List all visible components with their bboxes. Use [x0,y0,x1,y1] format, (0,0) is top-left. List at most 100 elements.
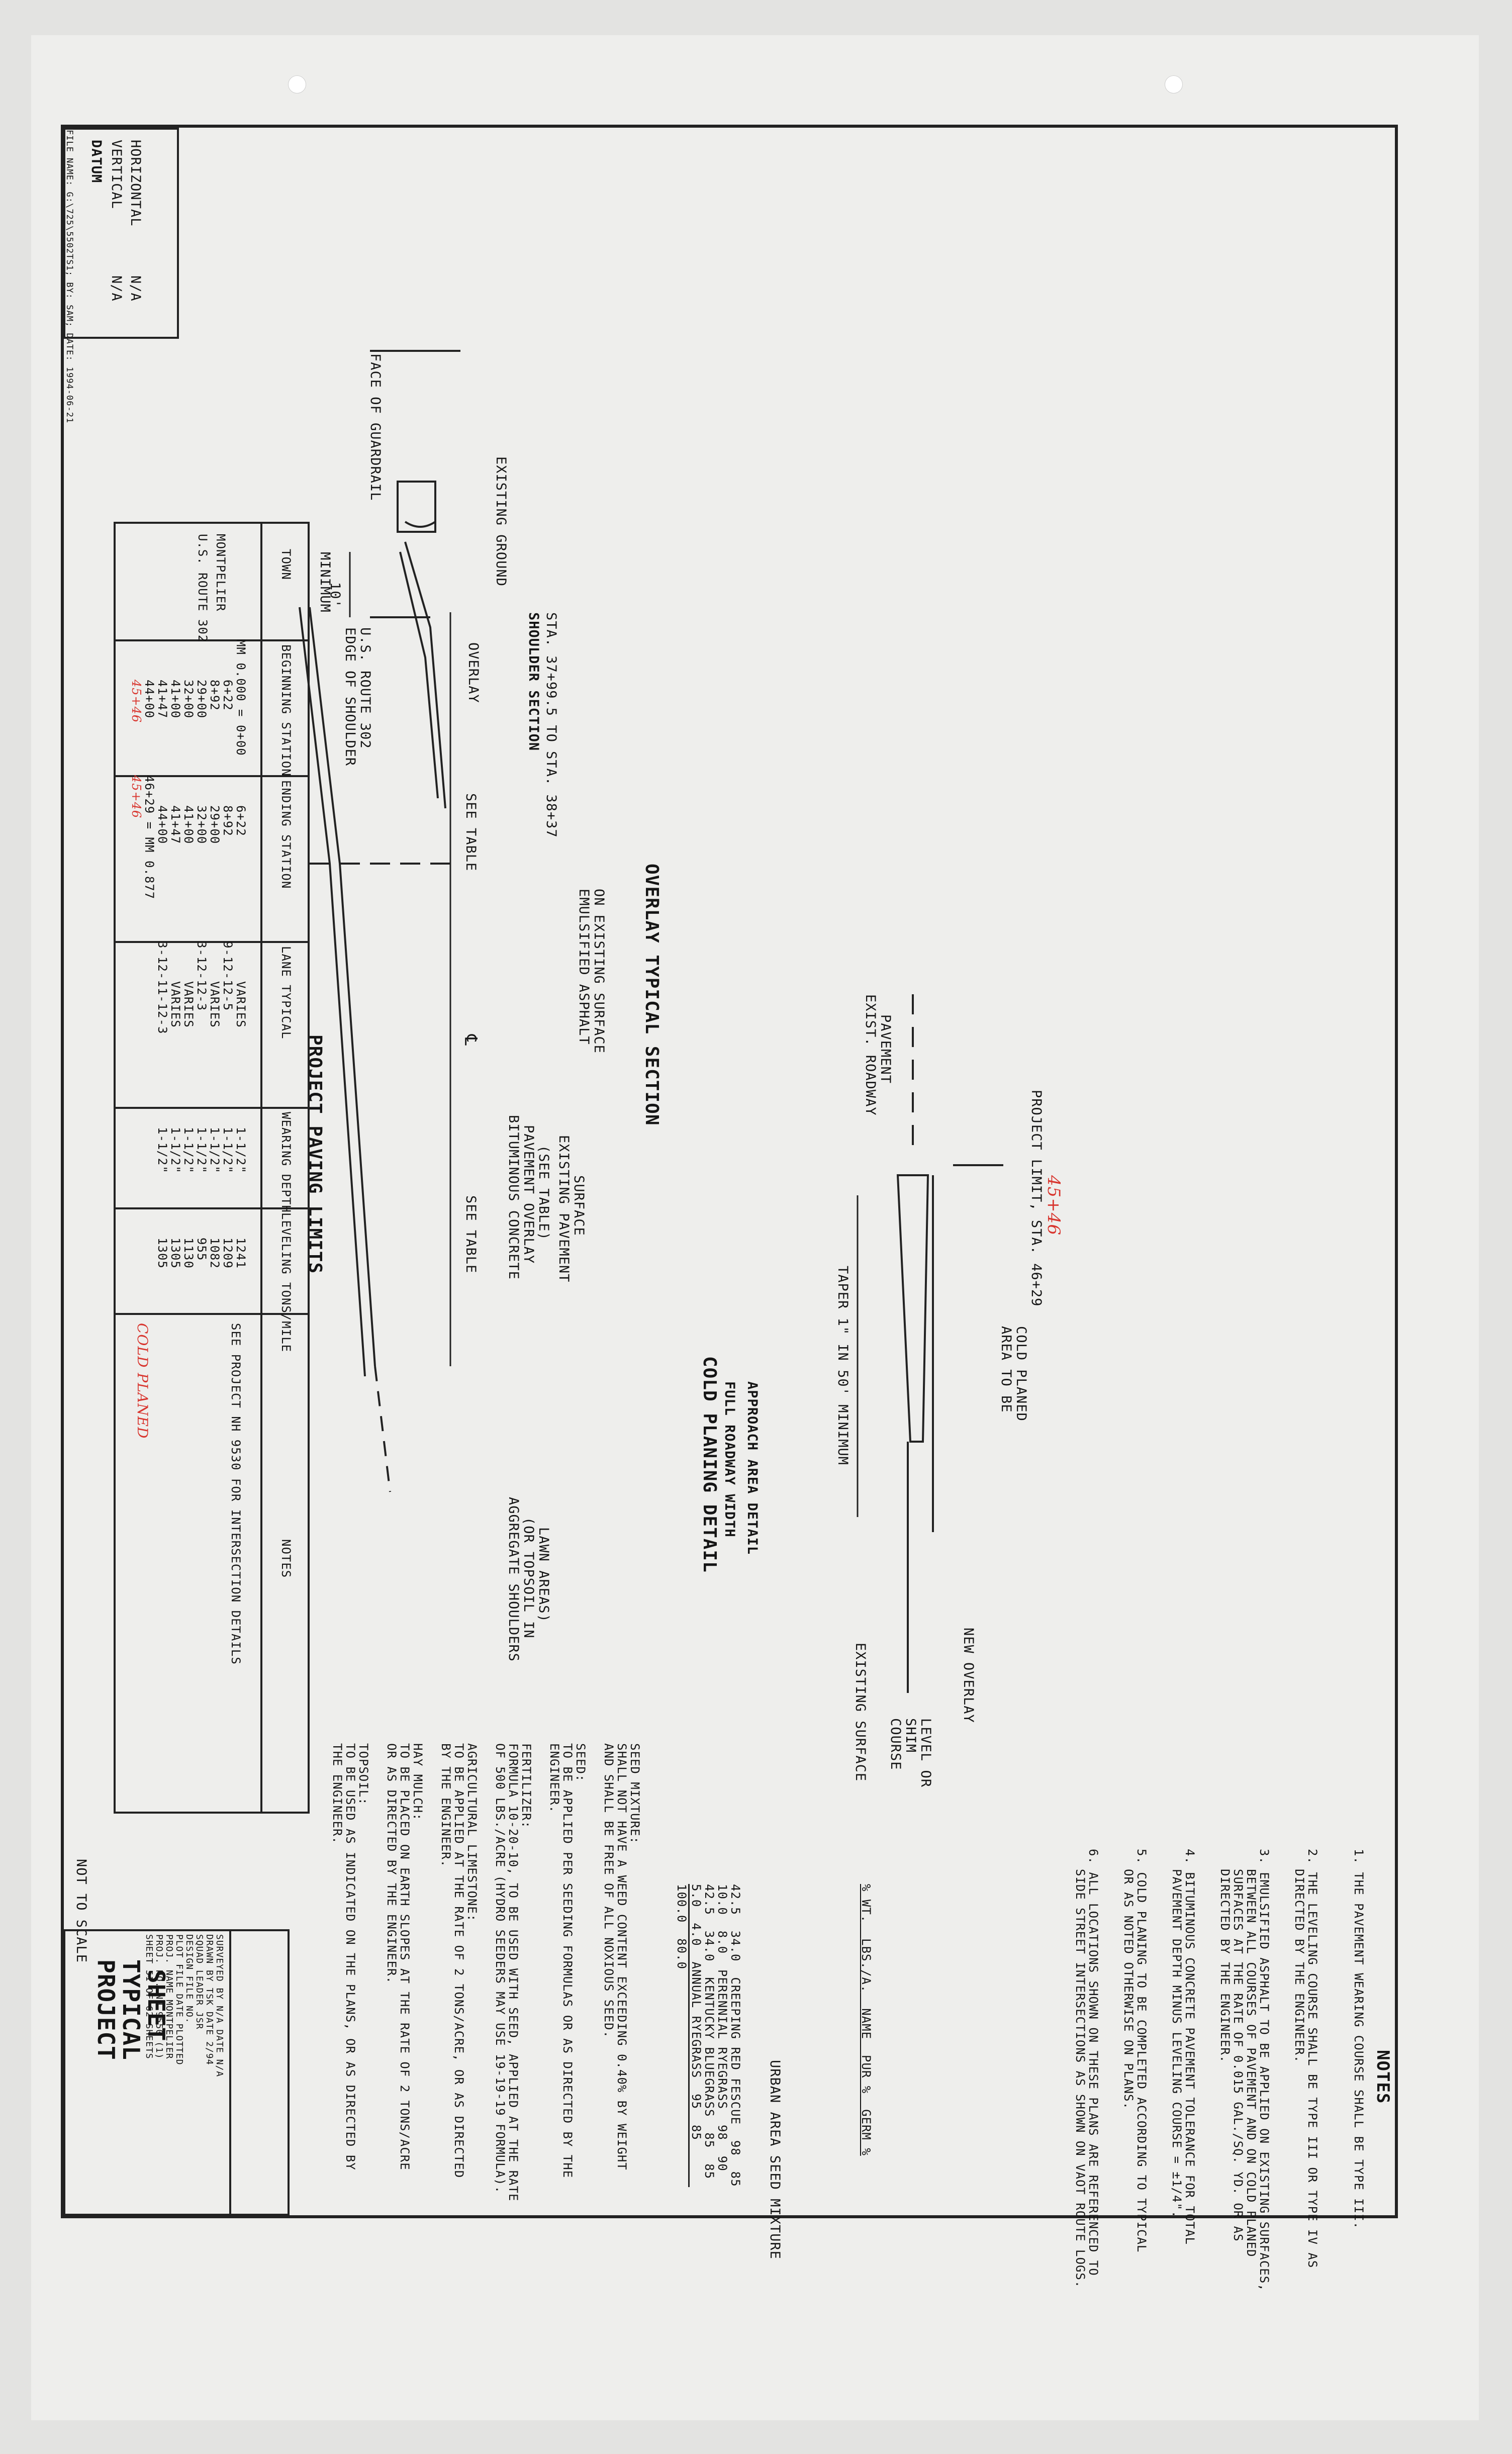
emulsified-label: EMULSIFIED ASPHALT [576,889,592,1045]
beginning-column: BEGINNING STATION MM 0.000 = 0+00 6+22 8… [116,639,308,777]
beginning-7: 44+00 [142,680,156,719]
lane-6: 3-12-11-12-3 [155,941,169,1034]
note-1: 1. THE PAVEMENT WEARING COURSE SHALL BE … [1352,1849,1366,2230]
th-wearing: WEARING DEPTH [279,1112,293,1213]
beginning-4: 32+00 [181,680,196,719]
wearing-3: 1-1/2" [195,1127,209,1174]
detail-drawings [299,350,1003,1693]
spec-seed-mixture-1: SHALL NOT HAVE A WEED CONTENT EXCEEDING … [615,1743,629,2170]
face-of-guardrail-label: FACE OF GUARDRAIL [367,353,383,501]
ending-5: 41+47 [168,805,182,844]
spec-limestone-1: TO BE APPLIED AT THE RATE OF 2 TONS/ACRE… [452,1743,466,2179]
spec-topsoil-1: TO BE USED AS INDICATED ON THE PLANS, OR… [343,1743,357,2170]
taper-label: TAPER 1" IN 50' MINIMUM [835,1266,850,1465]
exist-roadway-label-2: PAVEMENT [878,1014,893,1084]
note-4: 4. BITUMINOUS CONCRETE PAVEMENT TOLERANC… [1183,1849,1197,2245]
surveyed-by: SURVEYED BY N/A DATE N/A [214,1934,225,2078]
spec-seed-mixture-head: SEED MIXTURE: [628,1743,642,1844]
leveling-4: 1130 [181,1238,196,1269]
leveling-5: 1305 [168,1238,182,1269]
punch-hole [1165,75,1183,93]
note-3-line-4: DIRECTED BY THE ENGINEER. [1218,1869,1232,2063]
punch-hole [288,75,306,93]
town-name: MONTPELIER [214,534,228,612]
th-ending: ENDING STATION [279,780,293,889]
see-table-right: SEE TABLE [463,1195,479,1274]
project-limit-label: PROJECT LIMIT, STA. 46+29 [1028,1090,1044,1307]
lane-3: 3-12-12-3 [195,941,209,1011]
seeding-specs: SEED MIXTURE: SHALL NOT HAVE A WEED CONT… [330,1743,642,2202]
notes-list: 1. THE PAVEMENT WEARING COURSE SHALL BE … [1073,1849,1366,2292]
level-label-2: SHIM [903,1718,918,1753]
beginning-6: 41+47 [155,680,169,719]
drawn-by: DRAWN BY TSK DATE 2/94 [204,1934,215,2065]
sheet-count: SHEET 51 OF 62 SHEETS [144,1934,154,2059]
ending-4: 41+00 [181,805,196,844]
seed-rows: 42.5 34.0 CREEPING RED FESCUE 98 85 10.0… [675,1884,742,2187]
approach-area-title: APPROACH AREA DETAIL [744,1381,760,1555]
spec-limestone-2: BY THE ENGINEER. [439,1743,453,1868]
lane-0: VARIES [234,981,248,1028]
th-lane: LANE TYPICAL [279,946,293,1040]
squad-leader: SQUAD LEADER JSR [194,1934,205,2030]
existing-ground-line [404,541,446,809]
note-3: 3. EMULSIFIED ASPHALT TO BE APPLIED ON E… [1257,1849,1271,2292]
note-2-line-2: DIRECTED BY THE ENGINEER. [1292,1869,1306,2063]
paper-sheet [31,35,1479,2420]
proj-name: PROJ. NAME MONTPELIER [164,1934,174,2059]
note-6-line-2: SIDE STREET INTERSECTIONS AS SHOWN ON VA… [1073,1869,1087,2289]
seed-table: % WT. LBS./A. NAME PUR % GERM % [859,1884,873,2186]
lane-2: VARIES [208,981,222,1028]
spec-topsoil-head: TOPSOIL: [356,1743,370,1806]
seed-header: % WT. LBS./A. NAME PUR % GERM % [859,1884,873,2156]
town-route: U.S. ROUTE 302 [196,534,210,643]
beginning-red: 45+46 [129,680,143,723]
overlay-surface-line [309,607,376,1367]
spec-limestone-head: AGRICULTURAL LIMESTONE: [465,1743,479,1922]
th-beginning: BEGINNING STATION [279,644,293,777]
lane-5: VARIES [168,981,182,1028]
title-block-info [229,1929,290,2216]
spec-seed-head: SEED: [574,1743,588,1782]
exist-roadway-label: EXIST. ROADWAY [863,994,878,1116]
wearing-6: 1-1/2" [155,1127,169,1174]
th-town: TOWN [279,549,293,580]
note-3-line-3: SURFACES AT THE RATE OF 0.015 GAL./SQ. Y… [1231,1869,1245,2242]
cold-planed-area [896,1174,929,1443]
spec-seed-mixture-2: AND SHALL BE FREE OF ALL NOXIOUS SEED. [602,1743,616,2039]
area-to-be-label: AREA TO BE [998,1326,1014,1413]
leveling-2: 1082 [208,1238,222,1269]
spec-fertilizer-head: FERTILIZER: [519,1743,533,1829]
edge-of-shoulder-label: EDGE OF SHOULDER [342,627,358,767]
spec-topsoil-2: THE ENGINEER. [330,1743,344,1844]
note-3-line-2: BETWEEN ALL COURSES OF PAVEMENT AND ON C… [1244,1869,1258,2257]
bituminous-label-2: PAVEMENT OVERLAY [521,1125,536,1264]
wearing-5: 1-1/2" [168,1127,182,1174]
proj-no: PROJ. NO. NH 9550 (1) [154,1934,164,2059]
emulsified-label-2: ON EXISTING SURFACE [591,889,607,1054]
ending-0: 6+22 [234,805,248,836]
design-file: DESIGN FILE NO. [184,1934,195,2024]
paving-limits-table: TOWN MONTPELIER U.S. ROUTE 302 BEGINNING… [114,522,310,1814]
sheet-title-1: PROJECT [92,1959,120,2060]
notes-title: NOTES [1373,2050,1393,2104]
aggregate-label-3: LAWN AREAS) [536,1527,551,1623]
notes-column: NOTES SEE PROJECT NH 9530 FOR INTERSECTI… [116,1313,308,1811]
lane-4: VARIES [181,981,196,1028]
beginning-0: MM 0.000 = 0+00 [234,639,248,756]
shoulder-dimension-note: MINIMUM [317,552,333,613]
beginning-3: 29+00 [195,680,209,719]
shoulder-section-stations: STA. 37+99.5 TO STA. 38+37 [543,612,559,838]
wearing-1: 1-1/2" [221,1127,235,1174]
area-to-be-label-2: COLD PLANED [1013,1326,1029,1422]
seed-row: 42.5 34.0 KENTUCKY BLUEGRASS 85 85 [702,1884,716,2180]
existing-ground-label: EXISTING GROUND [493,456,509,587]
plot-file: PLOT FILE DATE PLOTTED [174,1934,184,2065]
seed-row: 5.0 4.0 ANNUAL RYEGRASS 95 85 [689,1884,703,2140]
level-label-3: COURSE [888,1718,903,1770]
overlay-label: OVERLAY [465,642,481,703]
ending-2: 29+00 [208,805,222,844]
spec-seed-2: ENGINEER. [547,1743,561,1814]
centerline-symbol: ℄ [460,1034,481,1046]
cold-planing-subtitle: FULL ROADWAY WIDTH [722,1381,737,1538]
